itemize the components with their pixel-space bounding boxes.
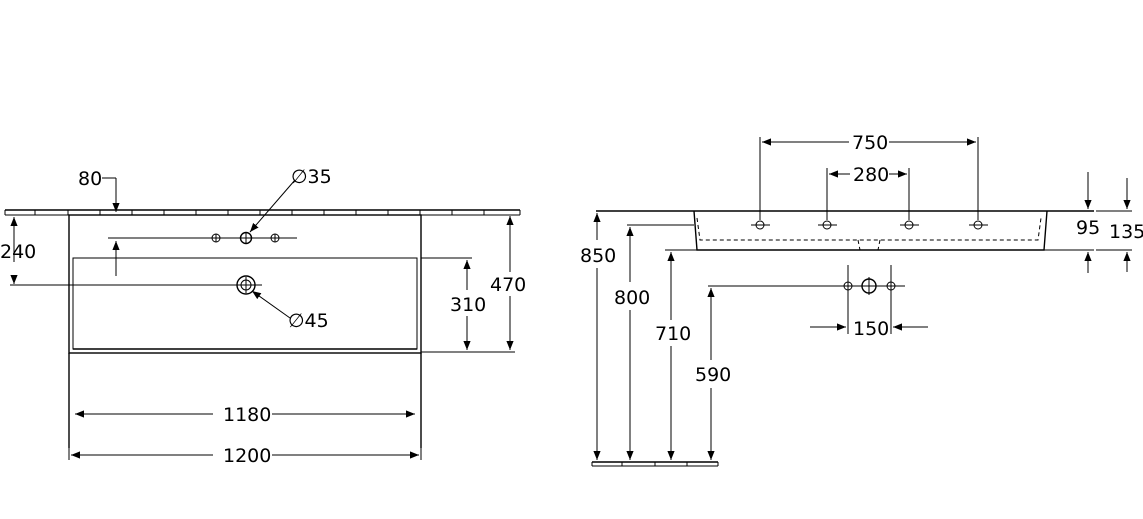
dim-basin-depth: 310 — [421, 257, 515, 353]
side-basin-inner — [696, 217, 1042, 241]
dim-rim-thickness: 95 — [1076, 172, 1100, 273]
dim-label-basin-width: 1180 — [223, 404, 271, 426]
dim-label-trap-spacing: 150 — [853, 318, 889, 340]
dim-height-top: 850 — [580, 213, 616, 460]
side-tap-holes — [751, 220, 988, 230]
plan-wall-strip — [4, 209, 521, 216]
dim-label-overall-width: 1200 — [223, 445, 271, 467]
dim-label-tap-offset: 80 — [78, 168, 102, 190]
side-floor — [591, 461, 719, 467]
dim-hole-span-outer: 750 — [759, 132, 979, 220]
dim-label-height-trap: 590 — [695, 364, 731, 386]
dim-basin-width: 1180 — [75, 404, 415, 426]
dim-label-height-underside: 800 — [614, 287, 650, 309]
dim-height-trap: 590 — [695, 285, 905, 460]
dim-overall-width: 1200 — [68, 445, 422, 467]
dim-trap-spacing: 150 — [810, 265, 928, 340]
dim-label-rim-thickness: 95 — [1076, 217, 1100, 239]
dim-label-overall-height: 135 — [1109, 221, 1143, 243]
plan-outer-outline — [68, 214, 422, 354]
dim-label-depth-tap-row: 240 — [0, 241, 36, 263]
side-trap-holes — [843, 277, 896, 295]
side-basin-outline — [693, 210, 1048, 251]
dim-label-height-waste: 710 — [655, 323, 691, 345]
dim-waste-dia: ∅45 — [251, 290, 329, 332]
dim-label-hole-span-outer: 750 — [852, 132, 888, 154]
dim-label-height-top: 850 — [580, 245, 616, 267]
dim-tap-offset: 80 — [78, 168, 120, 276]
dim-label-tap-hole-dia: ∅35 — [291, 166, 332, 188]
plan-tap-holes — [108, 231, 297, 245]
plan-view: 80 ∅35 ∅45 240 310 4 — [0, 166, 526, 467]
dim-depth-tap-row: 240 — [0, 217, 36, 284]
dim-hole-span-inner: 280 — [826, 164, 910, 220]
dim-label-basin-depth: 310 — [450, 294, 486, 316]
dim-label-hole-span-inner: 280 — [853, 164, 889, 186]
plan-waste-hole — [10, 275, 262, 295]
side-view: 750 280 95 135 — [580, 132, 1143, 467]
plan-basin-outline — [72, 257, 418, 350]
dim-height-waste: 710 — [655, 252, 691, 460]
dim-overall-depth: 470 — [490, 216, 526, 350]
dim-label-overall-depth: 470 — [490, 274, 526, 296]
dim-label-waste-dia: ∅45 — [288, 310, 329, 332]
dim-height-underside: 800 — [614, 224, 694, 460]
dim-overall-height: 135 — [1096, 178, 1143, 272]
dim-tap-hole-dia: ∅35 — [249, 166, 332, 233]
